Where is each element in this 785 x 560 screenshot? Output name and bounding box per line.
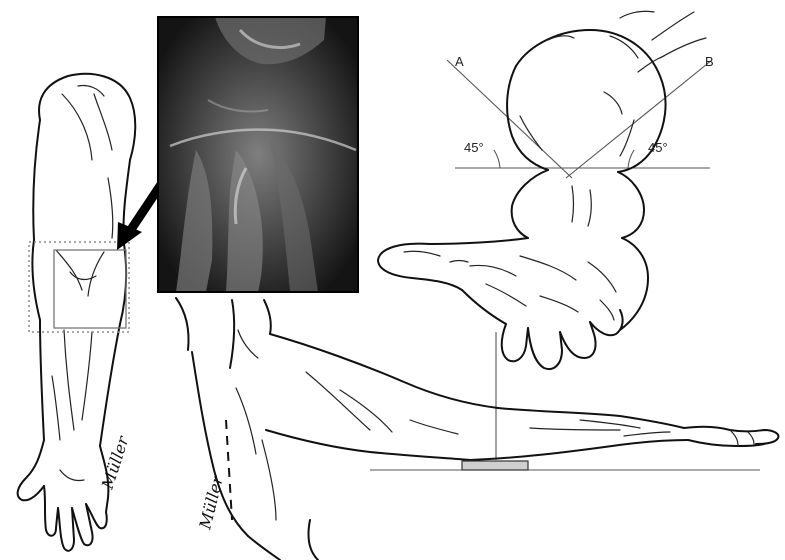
axial-fist-view: A B 45° 45° (447, 11, 714, 238)
side-signature: Müller (195, 473, 227, 532)
cassette (462, 461, 528, 470)
label-a: A (455, 54, 464, 69)
lateral-arm-on-table: Müller (176, 298, 778, 560)
table (370, 461, 760, 470)
arm-signature: Müller (97, 433, 132, 493)
line-b (566, 60, 712, 178)
label-angle-right: 45° (648, 140, 668, 155)
xray-image (158, 17, 358, 292)
open-hand (378, 238, 648, 369)
front-view-arm: Müller (18, 74, 136, 551)
region-dotted-box (29, 242, 129, 332)
label-b: B (705, 54, 714, 69)
region-solid-box (54, 250, 126, 328)
label-angle-left: 45° (464, 140, 484, 155)
line-a (447, 60, 572, 178)
